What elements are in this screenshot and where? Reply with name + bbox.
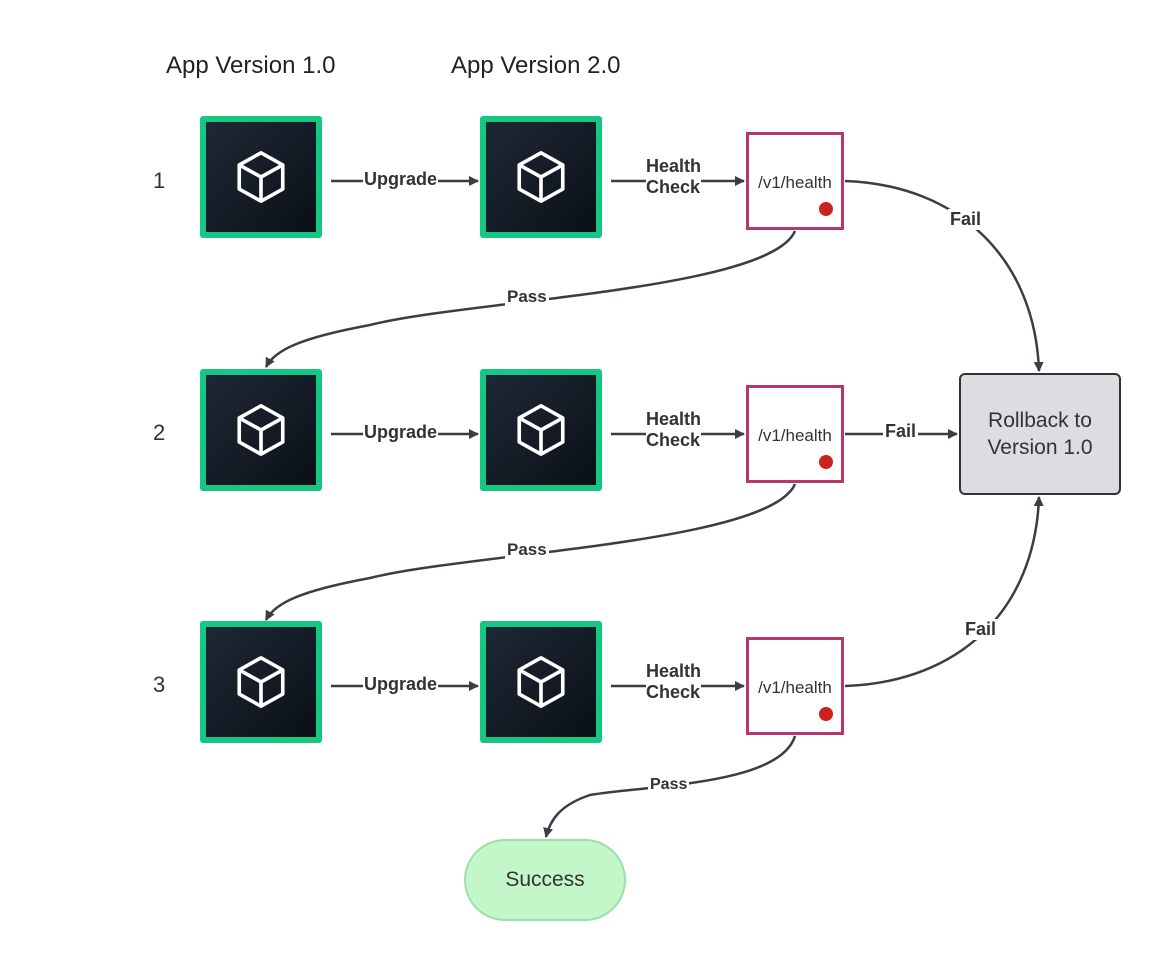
pass-label-row-2: Pass: [505, 540, 549, 560]
success-node: Success: [464, 839, 626, 921]
status-dot-icon: [819, 455, 833, 469]
cube-icon: [237, 151, 285, 203]
row-number-3: 3: [153, 672, 166, 697]
cube-icon: [517, 656, 565, 708]
cube-icon: [517, 151, 565, 203]
rollback-line-2: Version 1.0: [987, 436, 1093, 459]
rollback-node: Rollback to Version 1.0: [959, 373, 1121, 495]
pass-label-row-1: Pass: [505, 287, 549, 307]
health-endpoint-label: /v1/health: [758, 678, 832, 697]
health-endpoint-box-row-3: /v1/health: [746, 637, 844, 735]
upgrade-label-row-3: Upgrade: [363, 674, 439, 695]
fail-label-row-3: Fail: [963, 619, 999, 640]
header-app-version-2: App Version 2.0: [451, 52, 621, 79]
pass-label-row-3: Pass: [648, 776, 690, 795]
fail-connector-row-3: [844, 496, 1044, 688]
app-v2-node-row-3: [480, 621, 602, 743]
health-endpoint-label: /v1/health: [758, 173, 832, 192]
health-check-label-row-3: Health Check: [646, 661, 702, 703]
fail-connector-row-1: [844, 179, 1044, 372]
fail-label-row-1: Fail: [948, 209, 984, 230]
cube-icon: [237, 404, 285, 456]
row-number-2: 2: [153, 420, 166, 445]
pass-connector-row-1: [264, 230, 797, 368]
upgrade-label-row-2: Upgrade: [363, 422, 439, 443]
health-check-label-row-2: Health Check: [646, 409, 702, 451]
cube-icon: [517, 404, 565, 456]
app-v1-node-row-3: [200, 621, 322, 743]
status-dot-icon: [819, 707, 833, 721]
status-dot-icon: [819, 202, 833, 216]
pass-connector-row-2: [264, 483, 797, 621]
app-v2-node-row-1: [480, 116, 602, 238]
app-v2-node-row-2: [480, 369, 602, 491]
row-number-1: 1: [153, 168, 166, 193]
health-check-label-row-1: Health Check: [646, 156, 702, 198]
pass-connector-row-3: [543, 735, 797, 838]
header-app-version-1: App Version 1.0: [166, 52, 336, 79]
cube-icon: [237, 656, 285, 708]
rollback-line-1: Rollback to: [988, 408, 1092, 432]
health-endpoint-box-row-1: /v1/health: [746, 132, 844, 230]
app-v1-node-row-1: [200, 116, 322, 238]
success-label: Success: [505, 868, 585, 891]
upgrade-label-row-1: Upgrade: [363, 169, 439, 190]
health-endpoint-label: /v1/health: [758, 426, 832, 445]
fail-label-row-2: Fail: [883, 421, 919, 442]
health-endpoint-box-row-2: /v1/health: [746, 385, 844, 483]
app-v1-node-row-2: [200, 369, 322, 491]
